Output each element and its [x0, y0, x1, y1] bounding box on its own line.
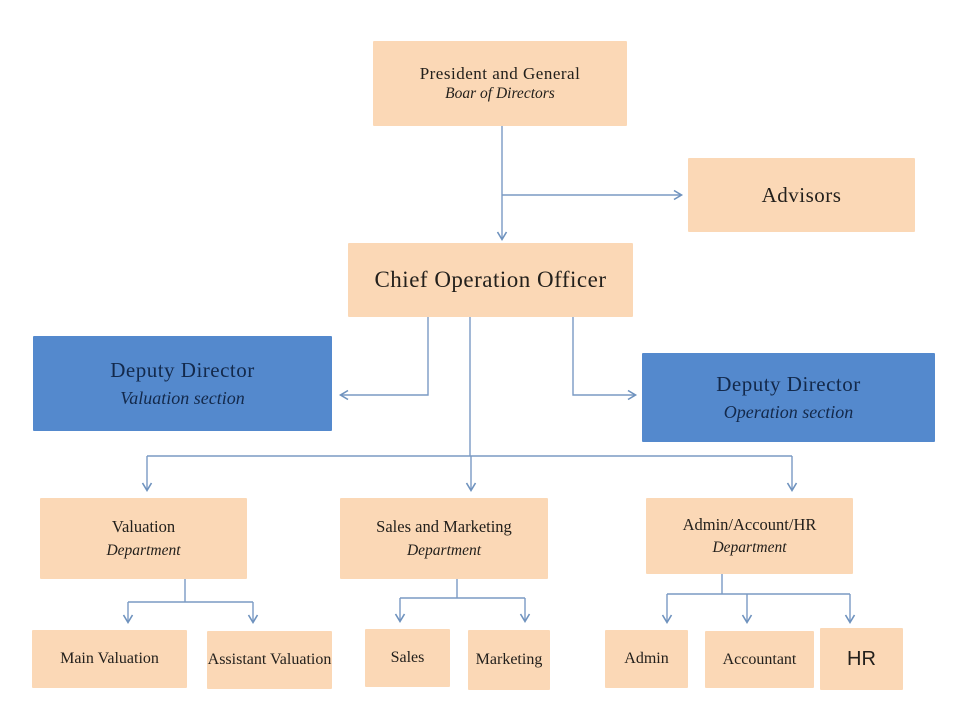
- node-advisors: Advisors: [688, 158, 915, 232]
- node-label: Chief Operation Officer: [374, 266, 607, 292]
- node-label: Advisors: [761, 182, 842, 207]
- node-deputy-director-operation: Deputy Director Operation section: [642, 353, 935, 442]
- node-label: Sales and Marketing: [376, 517, 512, 536]
- node-president-and-general-board: President and General Boar of Directors: [373, 41, 627, 126]
- node-sublabel: Department: [712, 539, 787, 557]
- node-sublabel: Boar of Directors: [445, 85, 555, 103]
- node-admin-account-hr-department: Admin/Account/HR Department: [646, 498, 853, 574]
- node-label: Deputy Director: [110, 358, 255, 383]
- node-main-valuation: Main Valuation: [32, 630, 187, 688]
- node-label: Assistant Valuation: [207, 651, 332, 668]
- node-label: Accountant: [722, 650, 797, 668]
- node-label: Admin/Account/HR: [682, 514, 817, 534]
- node-sales-and-marketing-department: Sales and Marketing Department: [340, 498, 548, 579]
- node-label: HR: [847, 647, 876, 670]
- node-label: Marketing: [475, 651, 543, 668]
- node-sublabel: Department: [406, 541, 482, 559]
- node-assistant-valuation: Assistant Valuation: [207, 631, 332, 689]
- node-sales: Sales: [365, 629, 450, 687]
- node-accountant: Accountant: [705, 631, 814, 688]
- node-label: Valuation: [111, 517, 176, 536]
- node-deputy-director-valuation: Deputy Director Valuation section: [33, 336, 332, 431]
- node-label: President and General: [419, 64, 581, 84]
- node-valuation-department: Valuation Department: [40, 498, 247, 579]
- node-sublabel: Operation section: [723, 402, 854, 423]
- node-label: Sales: [390, 649, 425, 666]
- node-marketing: Marketing: [468, 630, 550, 690]
- node-label: Admin: [624, 650, 669, 667]
- node-hr: HR: [820, 628, 903, 690]
- node-admin: Admin: [605, 630, 688, 688]
- node-label: Main Valuation: [60, 650, 159, 667]
- node-sublabel: Valuation section: [120, 388, 245, 409]
- node-label: Deputy Director: [716, 372, 861, 397]
- node-sublabel: Department: [106, 541, 181, 559]
- node-chief-operation-officer: Chief Operation Officer: [348, 243, 633, 317]
